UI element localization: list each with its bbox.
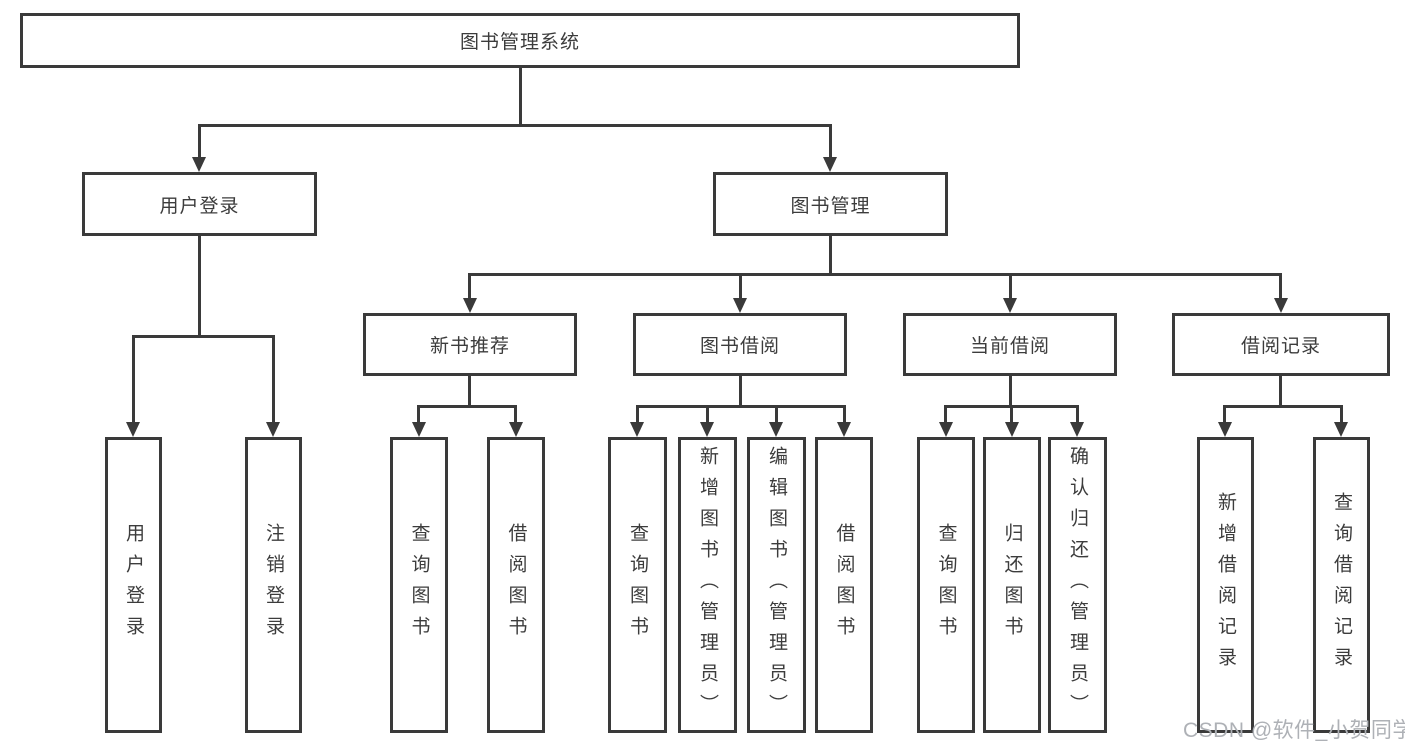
connector-arrow-shaft [843, 405, 846, 424]
node-library-management-system: 图书管理系统 [20, 13, 1020, 68]
connector-arrow-shaft [272, 335, 275, 424]
connector-section-bar [1223, 405, 1343, 408]
arrow-down-icon [823, 157, 837, 172]
leaf-logout: 注销登录 [245, 437, 302, 733]
connector-section-bar [417, 405, 517, 408]
arrow-down-icon [1005, 422, 1019, 437]
arrow-down-icon [733, 298, 747, 313]
connector-section-stem [1009, 376, 1012, 405]
connector-arrow-shaft [1010, 405, 1013, 424]
leaf-query-borrow-record: 查询借阅记录 [1313, 437, 1370, 733]
connector-arrow-shaft [739, 273, 742, 300]
connector-arrow-shaft [1076, 405, 1079, 424]
leaf-add-book-admin: 新增图书（管理员） [678, 437, 737, 733]
arrow-down-icon [837, 422, 851, 437]
node-book-borrowing: 图书借阅 [633, 313, 847, 376]
arrow-down-icon [412, 422, 426, 437]
connector-user-login-stem [198, 236, 201, 335]
leaf-borrow-books: 借阅图书 [815, 437, 873, 733]
connector-book-management-stem [829, 236, 832, 273]
node-borrowing-records: 借阅记录 [1172, 313, 1390, 376]
connector-section-stem [739, 376, 742, 405]
arrow-down-icon [1274, 298, 1288, 313]
connector-arrow-shaft [468, 273, 471, 300]
leaf-query-books: 查询图书 [390, 437, 448, 733]
node-user-login: 用户登录 [82, 172, 317, 236]
leaf-borrow-books: 借阅图书 [487, 437, 545, 733]
connector-arrow-shaft [829, 124, 832, 160]
connector-user-login-bar [132, 335, 275, 338]
connector-arrow-shaft [1340, 405, 1343, 424]
node-current-borrowing: 当前借阅 [903, 313, 1117, 376]
connector-level1-bar [198, 124, 832, 127]
leaf-query-books: 查询图书 [917, 437, 975, 733]
connector-arrow-shaft [944, 405, 947, 424]
arrow-down-icon [769, 422, 783, 437]
connector-section-stem [1279, 376, 1282, 405]
leaf-add-borrow-record: 新增借阅记录 [1197, 437, 1254, 733]
arrow-down-icon [509, 422, 523, 437]
arrow-down-icon [1334, 422, 1348, 437]
connector-root-stem [519, 68, 522, 124]
arrow-down-icon [939, 422, 953, 437]
leaf-confirm-return-admin: 确认归还（管理员） [1048, 437, 1107, 733]
leaf-return-books: 归还图书 [983, 437, 1041, 733]
connector-arrow-shaft [775, 405, 778, 424]
connector-level2-bar [468, 273, 1282, 276]
connector-section-bar [636, 405, 846, 408]
arrow-down-icon [1003, 298, 1017, 313]
arrow-down-icon [126, 422, 140, 437]
leaf-edit-book-admin: 编辑图书（管理员） [747, 437, 806, 733]
arrow-down-icon [463, 298, 477, 313]
leaf-user-login: 用户登录 [105, 437, 162, 733]
connector-arrow-shaft [706, 405, 709, 424]
node-new-book-recommendation: 新书推荐 [363, 313, 577, 376]
connector-arrow-shaft [1009, 273, 1012, 300]
leaf-query-books: 查询图书 [608, 437, 667, 733]
arrow-down-icon [192, 157, 206, 172]
arrow-down-icon [700, 422, 714, 437]
csdn-watermark: CSDN @软件_小贺同学 [1183, 719, 1405, 742]
connector-arrow-shaft [514, 405, 517, 424]
connector-arrow-shaft [636, 405, 639, 424]
connector-section-stem [468, 376, 471, 405]
connector-arrow-shaft [132, 335, 135, 424]
arrow-down-icon [1070, 422, 1084, 437]
connector-arrow-shaft [1223, 405, 1226, 424]
arrow-down-icon [1218, 422, 1232, 437]
arrow-down-icon [630, 422, 644, 437]
connector-arrow-shaft [1279, 273, 1282, 300]
arrow-down-icon [266, 422, 280, 437]
connector-arrow-shaft [417, 405, 420, 424]
connector-arrow-shaft [198, 124, 201, 160]
node-book-management: 图书管理 [713, 172, 948, 236]
